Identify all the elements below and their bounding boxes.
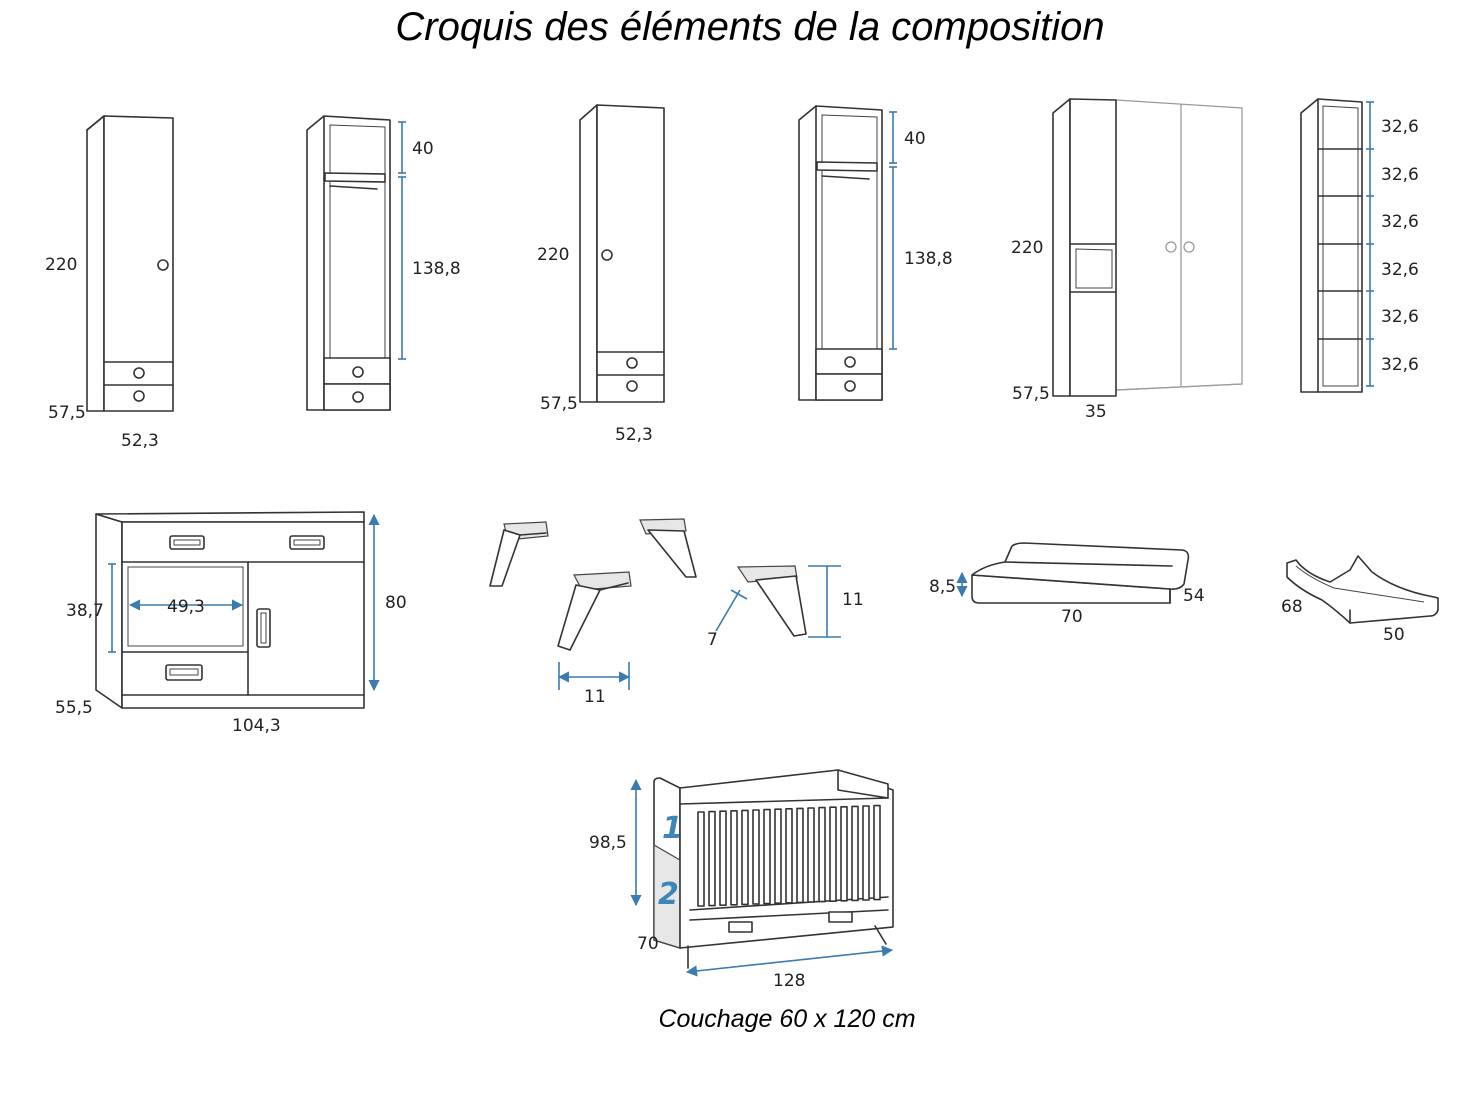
foot-angle: 7 — [707, 630, 718, 650]
foot-4 — [736, 565, 807, 637]
drawer-handle-icon — [165, 664, 203, 681]
drawer-knob-icon — [133, 390, 145, 402]
drawer-knob-icon — [844, 380, 856, 392]
wardrobe-1-closed — [86, 115, 174, 412]
furniture-feet — [489, 518, 807, 651]
drawer-knob-icon — [133, 367, 145, 379]
crib-slat — [697, 811, 705, 907]
corner-unit-depth: 57,5 — [1012, 384, 1050, 404]
dresser — [95, 511, 365, 709]
door-knob-icon — [1183, 241, 1195, 253]
wardrobe-2-interior-dimensions — [889, 111, 897, 350]
door-handle-icon — [256, 608, 271, 648]
crib-slat — [719, 810, 727, 907]
shelf-column — [1300, 98, 1363, 393]
feet-dimensions — [557, 565, 841, 690]
shelf-compartment-height: 32,6 — [1381, 260, 1419, 280]
dresser-width: 104,3 — [232, 716, 281, 736]
wardrobe-1-interior-dimensions — [398, 121, 406, 360]
wardrobe-2-width: 52,3 — [615, 425, 653, 445]
changing-top-1 — [971, 542, 1190, 604]
crib-slat — [818, 806, 826, 903]
crib-height: 98,5 — [589, 833, 627, 853]
wardrobe-2-hanging-height: 138,8 — [904, 249, 953, 269]
shelf-column-dimensions — [1366, 101, 1374, 387]
shelf-compartment-height: 32,6 — [1381, 165, 1419, 185]
foot-height: 11 — [842, 590, 864, 610]
crib-dimensions — [630, 778, 894, 977]
wardrobe-2-height: 220 — [537, 245, 569, 265]
dresser-dimensions — [108, 513, 380, 692]
shelf-compartment-height: 32,6 — [1381, 307, 1419, 327]
foot-width: 11 — [584, 687, 606, 707]
drawer-knob-icon — [626, 357, 638, 369]
crib-slat — [829, 806, 837, 903]
crib-drawer-handle-icon — [828, 911, 853, 923]
foot-2 — [639, 518, 697, 578]
shelf-compartment-height: 32,6 — [1381, 117, 1419, 137]
corner-unit-height: 220 — [1011, 238, 1043, 258]
crib-slat — [862, 805, 870, 901]
crib-slat — [741, 809, 749, 906]
changing-top-2-width: 50 — [1383, 625, 1405, 645]
foot-1 — [489, 521, 549, 587]
crib-width: 128 — [773, 971, 805, 991]
crib-slat — [730, 809, 738, 906]
wardrobe-1-width: 52,3 — [121, 431, 159, 451]
dresser-niche-width: 49,3 — [167, 597, 205, 617]
dresser-depth: 55,5 — [55, 698, 93, 718]
foot-3 — [557, 571, 632, 651]
corner-unit-with-ghost-wardrobe — [1052, 98, 1243, 397]
crib-slat — [774, 808, 782, 905]
wardrobe-1-top-height: 40 — [412, 139, 434, 159]
wardrobe-1-hanging-height: 138,8 — [412, 259, 461, 279]
crib-slats — [697, 804, 881, 907]
drawer-knob-icon — [844, 356, 856, 368]
dresser-niche-height: 38,7 — [66, 601, 104, 621]
drawer-knob-icon — [352, 366, 364, 378]
crib: 1 2 — [653, 769, 894, 969]
crib-section-badge-2: 2 — [658, 877, 679, 912]
crib-slat — [752, 809, 760, 905]
wardrobe-2-depth: 57,5 — [540, 394, 578, 414]
drawer-knob-icon — [626, 380, 638, 392]
crib-section-badge-1: 1 — [662, 811, 683, 846]
crib-slat — [807, 807, 815, 903]
corner-unit-width: 35 — [1085, 402, 1107, 422]
shelf-compartment-height: 32,6 — [1381, 212, 1419, 232]
wardrobe-2-top-height: 40 — [904, 129, 926, 149]
wardrobe-1-depth: 57,5 — [48, 403, 86, 423]
door-knob-icon — [1165, 241, 1177, 253]
crib-depth: 70 — [637, 934, 659, 954]
crib-slat — [763, 808, 771, 905]
crib-slat — [873, 804, 881, 901]
wardrobe-1-height: 220 — [45, 255, 77, 275]
wardrobe-2-closed — [579, 104, 665, 403]
changing-top-2-depth: 68 — [1281, 597, 1303, 617]
crib-slat — [796, 807, 804, 904]
door-knob-icon — [157, 259, 169, 271]
drawer-handle-icon — [289, 535, 325, 550]
changing-top-1-height: 8,5 — [929, 577, 956, 597]
crib-slat — [785, 807, 793, 904]
changing-top-1-depth: 54 — [1183, 586, 1205, 606]
crib-slat — [840, 805, 848, 902]
drawer-knob-icon — [352, 391, 364, 403]
dresser-height: 80 — [385, 593, 407, 613]
shelf-compartment-height: 32,6 — [1381, 355, 1419, 375]
sheet-title: Croquis des éléments de la composition — [395, 5, 1104, 49]
changing-top-1-width: 70 — [1061, 607, 1083, 627]
door-knob-icon — [601, 249, 613, 261]
wardrobe-2-interior — [798, 105, 883, 401]
crib-slat — [851, 805, 859, 902]
wardrobe-1-interior — [306, 115, 391, 411]
crib-drawer-handle-icon — [728, 921, 753, 933]
crib-slat — [708, 810, 716, 907]
drawer-handle-icon — [169, 535, 205, 550]
changing-top-2 — [1286, 555, 1439, 624]
crib-caption: Couchage 60 x 120 cm — [658, 1005, 915, 1033]
